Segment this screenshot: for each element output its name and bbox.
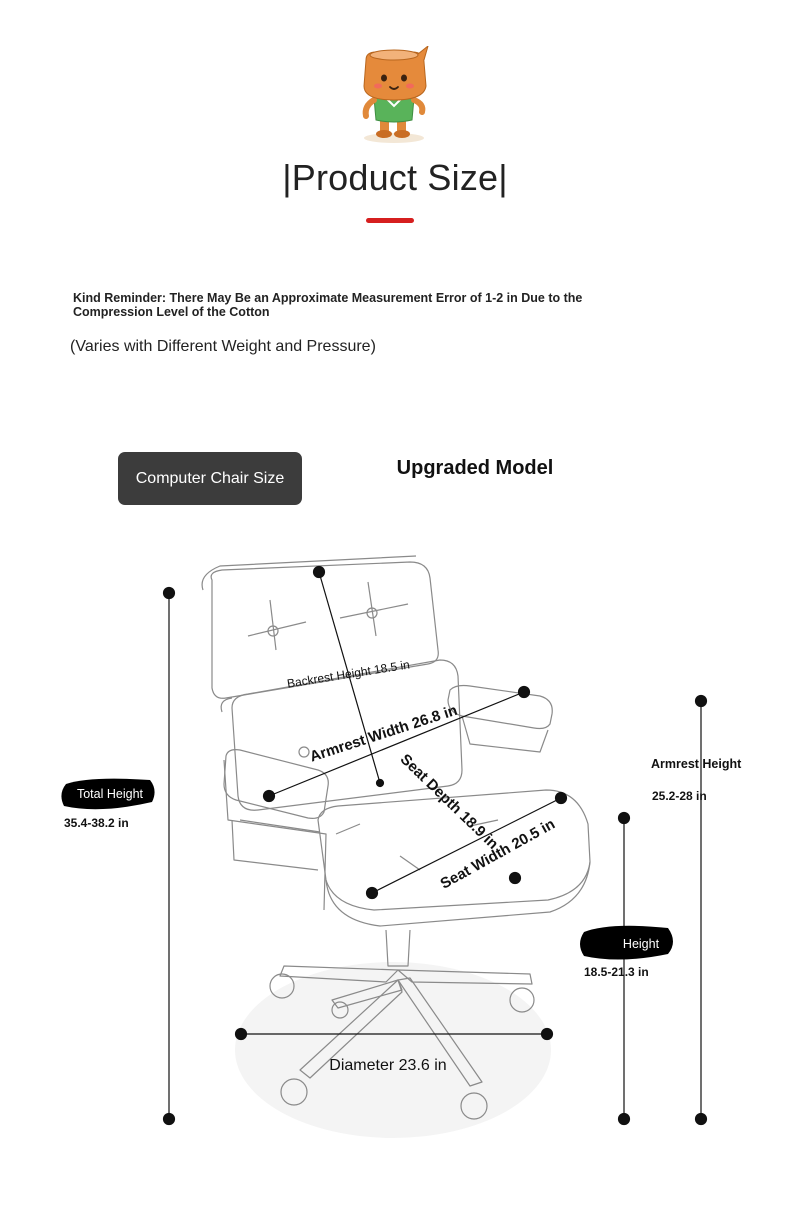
armrest-height-label: Armrest Height (651, 757, 742, 771)
armrest-height-value: 25.2-28 in (652, 789, 707, 803)
seat-height-badge (580, 925, 673, 960)
chair-outline (201, 555, 591, 1120)
page-title: |Product Size| (282, 157, 508, 198)
seat-depth-label: Seat Depth 18.9 in (397, 751, 502, 853)
seat-height-value: 18.5-21.3 in (584, 965, 649, 979)
base-shadow (235, 962, 551, 1138)
total-height-badge (61, 778, 155, 810)
total-height-label: Total Height (77, 787, 144, 801)
varies-note: (Varies with Different Weight and Pressu… (70, 338, 376, 355)
title-underline (366, 218, 414, 223)
backrest-height-label: Backrest Height 18.5 in (286, 657, 411, 690)
total-height-value: 35.4-38.2 in (64, 816, 129, 830)
seat-height-label: Height (623, 937, 660, 951)
measurement-lines (162, 565, 708, 1126)
measurement-reminder: Kind Reminder: There May Be an Approxima… (73, 291, 583, 319)
computer-chair-size-button[interactable]: Computer Chair Size (118, 452, 302, 505)
diameter-label: Diameter 23.6 in (329, 1057, 446, 1074)
seat-width-label: Seat Width 20.5 in (438, 816, 558, 893)
upgraded-model-label: Upgraded Model (396, 457, 554, 479)
mascot-icon (362, 46, 429, 143)
armrest-width-label: Armrest Width 26.8 in (308, 702, 460, 766)
